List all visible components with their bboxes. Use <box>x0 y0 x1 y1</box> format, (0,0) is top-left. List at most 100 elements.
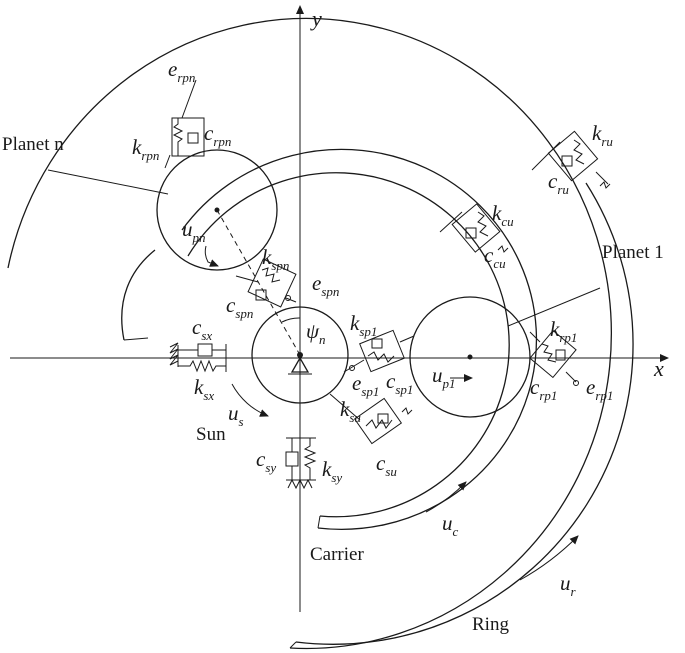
sun-planet-1-mesh <box>343 329 415 373</box>
label-main: c <box>226 293 236 317</box>
label-k-cu: kcu <box>492 201 514 229</box>
label-main: u <box>228 401 239 425</box>
sun-name: Sun <box>196 424 226 445</box>
label-subscript: s <box>239 414 244 429</box>
planet-n-leader <box>47 169 169 195</box>
ground-hatch <box>401 407 413 415</box>
label-subscript: rp1 <box>539 388 557 403</box>
label-main: c <box>376 451 386 475</box>
label-k-sx: ksx <box>194 375 214 403</box>
label-subscript: c <box>453 524 459 539</box>
spring-zigzag <box>172 118 184 156</box>
label-main: e <box>586 375 595 399</box>
label-main: k <box>262 245 272 269</box>
label-main: c <box>548 169 558 193</box>
mesh-node <box>349 365 355 371</box>
label-main: ψ <box>306 319 320 343</box>
label-subscript: r <box>571 584 577 599</box>
u-s-arrow <box>231 383 269 417</box>
sun-gear <box>251 306 349 404</box>
label-main: c <box>530 375 540 399</box>
label-c-spn: cspn <box>226 293 253 321</box>
label-main: k <box>350 311 360 335</box>
label-k-sy: ksy <box>322 457 342 485</box>
label-e-spn: espn <box>312 271 339 299</box>
label-subscript: sp1 <box>395 382 413 397</box>
spring-damper-box <box>247 258 297 308</box>
label-u-s: us <box>228 401 244 429</box>
label-subscript: rp1 <box>595 388 613 403</box>
label-main: k <box>492 201 502 225</box>
label-main: c <box>204 121 214 145</box>
spring-damper-box <box>171 117 205 157</box>
sun-rotation-support <box>329 393 413 445</box>
label-e-rpn: erpn <box>168 57 195 85</box>
label-c-ru: cru <box>548 169 569 197</box>
spring-zigzag <box>573 139 585 165</box>
label-psi-n: ψn <box>306 319 326 347</box>
ring-support <box>531 130 611 189</box>
label-subscript: rpn <box>141 148 159 163</box>
spring-zigzag <box>178 359 226 373</box>
label-subscript: rpn <box>177 70 195 85</box>
label-subscript: ru <box>601 134 613 149</box>
carrier-outer-arc <box>181 148 538 531</box>
spring-zigzag <box>261 267 281 283</box>
label-u-c: uc <box>442 511 459 539</box>
sun-circle <box>251 306 349 404</box>
mesh-line <box>235 275 259 283</box>
sun-x-support <box>169 342 252 373</box>
damper-body <box>187 132 199 144</box>
planet-1-circle <box>409 296 531 418</box>
label-u-p1: up1 <box>432 363 456 391</box>
mesh-line <box>565 371 577 383</box>
label-main: c <box>386 369 396 393</box>
label-main: u <box>182 217 193 241</box>
label-subscript: pn <box>192 230 206 245</box>
mesh-line <box>285 297 297 303</box>
ring-gear <box>7 17 634 650</box>
label-k-su: ksu <box>340 397 361 425</box>
label-main: e <box>168 57 177 81</box>
ring-inner-arc <box>295 182 634 645</box>
planet-1-gear <box>409 296 531 418</box>
support-line <box>329 393 361 421</box>
carrier-support <box>439 203 509 253</box>
damper-body <box>377 413 389 424</box>
ground-hatch <box>497 245 509 253</box>
planet-1-center <box>467 354 473 360</box>
label-k-spn: kspn <box>262 245 289 273</box>
label-k-rpn: krpn <box>132 135 159 163</box>
label-subscript: sx <box>203 388 214 403</box>
spring-damper-box <box>451 203 501 253</box>
u-pn-arrow <box>204 245 219 267</box>
label-subscript: sx <box>201 328 212 343</box>
label-main: k <box>340 397 350 421</box>
label-c-sx: csx <box>192 315 212 343</box>
damper-body <box>555 349 566 361</box>
ring-arc-end <box>289 641 297 649</box>
label-k-ru: kru <box>592 121 613 149</box>
mesh-line <box>529 331 541 343</box>
label-main: e <box>312 271 321 295</box>
label-main: u <box>560 571 571 595</box>
label-subscript: spn <box>321 284 339 299</box>
label-main: c <box>192 315 202 339</box>
label-main: k <box>132 135 142 159</box>
label-main: c <box>256 447 266 471</box>
label-subscript: cu <box>493 256 506 271</box>
carrier-inner-arc <box>187 172 510 518</box>
carrier-left-arc <box>121 249 156 341</box>
label-c-su: csu <box>376 451 397 479</box>
label-u-r: ur <box>560 571 577 599</box>
label-subscript: cu <box>501 214 514 229</box>
label-main: u <box>442 511 453 535</box>
label-c-sp1: csp1 <box>386 369 413 397</box>
label-e-sp1: esp1 <box>352 371 379 399</box>
ring-planet-1-mesh <box>529 329 579 386</box>
label-k-sp1: ksp1 <box>350 311 377 339</box>
label-subscript: su <box>349 410 361 425</box>
spring-damper-box <box>547 130 599 182</box>
label-main: u <box>432 363 443 387</box>
